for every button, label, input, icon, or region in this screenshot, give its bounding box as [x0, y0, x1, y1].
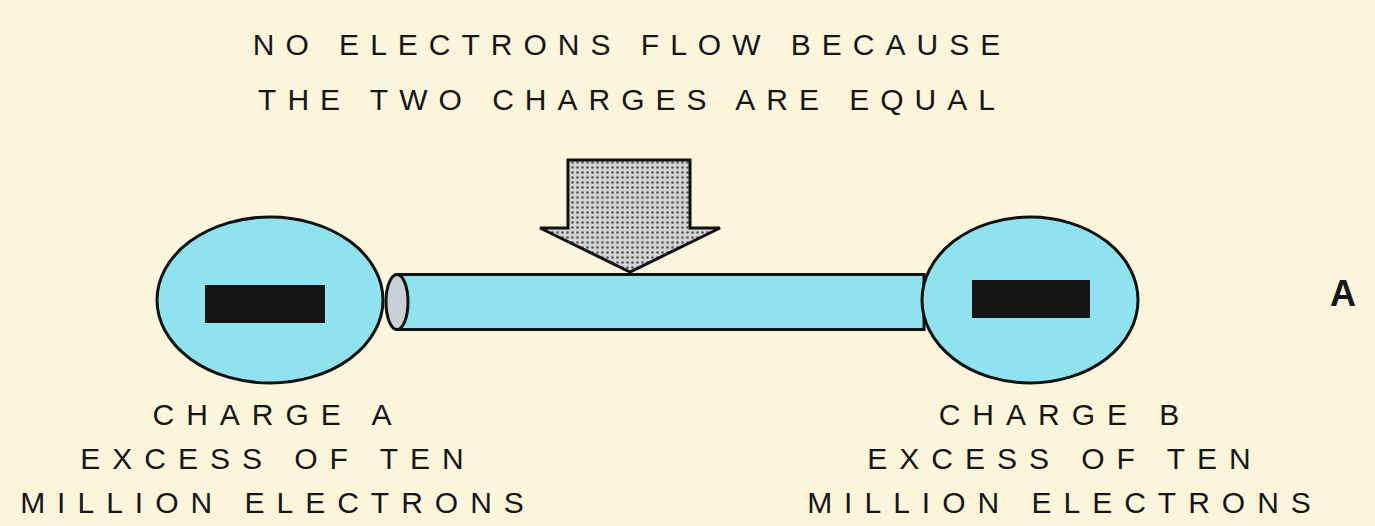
sphere-outline [155, 215, 385, 385]
negative-sign [972, 280, 1090, 318]
charge-sphere: CHARGE AEXCESS OF TEN MILLION ELECTRONS [155, 215, 385, 385]
sphere-shape [157, 217, 383, 383]
diagram-title: NO ELECTRONS FLOW BECAUSE THE TWO CHARGE… [232, 17, 1032, 127]
charge-description: EXCESS OF TEN MILLION ELECTRONS [787, 437, 1343, 525]
charge-name: CHARGE A [0, 393, 556, 437]
charge-caption: CHARGE AEXCESS OF TEN MILLION ELECTRONS [0, 393, 556, 525]
negative-sign [205, 285, 325, 323]
conductor-wire [386, 275, 924, 330]
sphere-shape [922, 217, 1138, 383]
charge-description: EXCESS OF TEN MILLION ELECTRONS [0, 437, 556, 525]
sphere-outline [920, 215, 1140, 385]
pointer-arrow [540, 160, 720, 272]
charge-name: CHARGE B [787, 393, 1343, 437]
charge-caption: CHARGE BEXCESS OF TEN MILLION ELECTRONS [787, 393, 1343, 525]
charge-sphere: CHARGE BEXCESS OF TEN MILLION ELECTRONS [920, 215, 1140, 385]
figure-letter: A [1330, 273, 1356, 315]
